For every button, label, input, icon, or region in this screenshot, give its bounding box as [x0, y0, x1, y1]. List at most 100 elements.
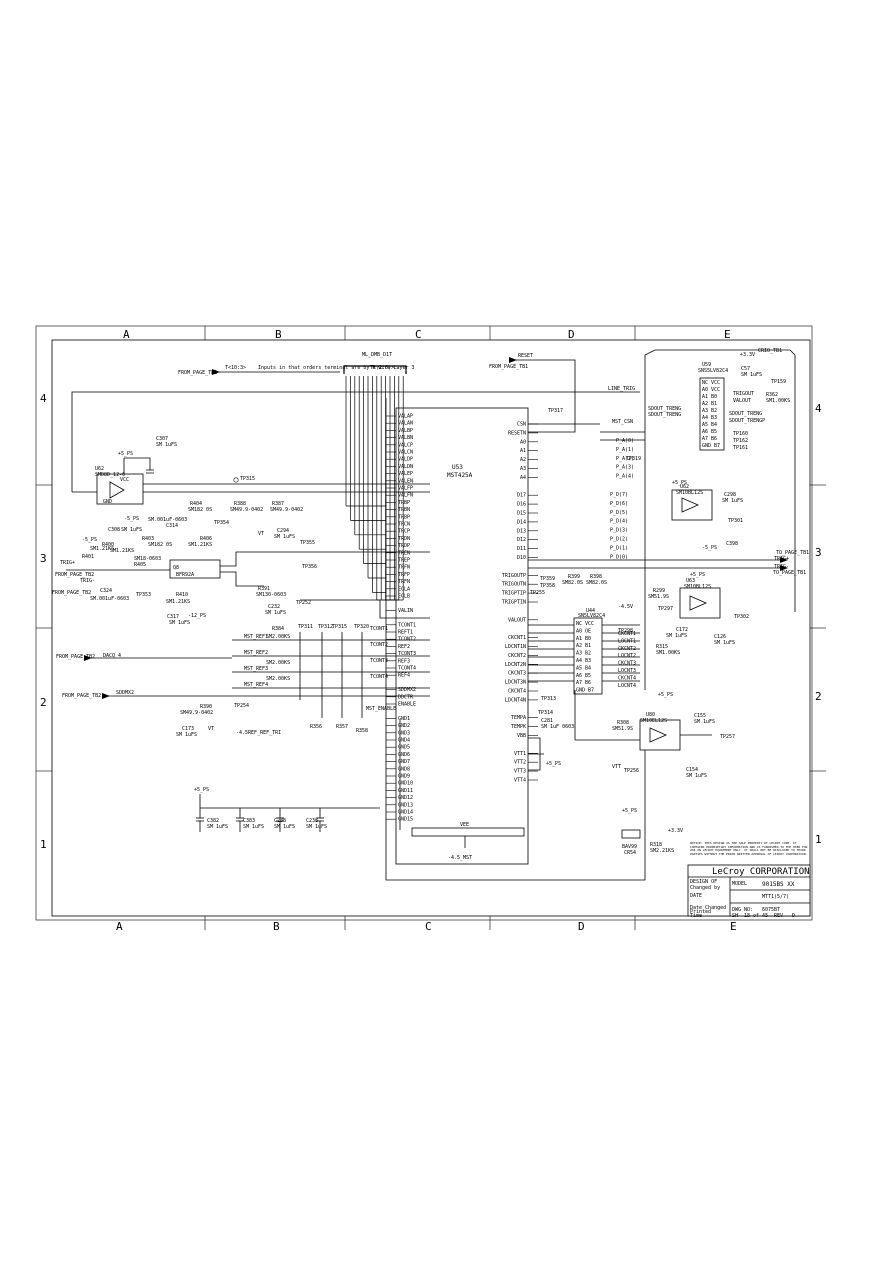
u59-pin-0: NC VCC	[702, 380, 720, 386]
tp162: TP162	[733, 438, 748, 444]
tp314: TP314	[538, 710, 553, 716]
c307-symbol	[146, 469, 154, 474]
sdout-treng-1: SDOUT_TRENG	[648, 406, 681, 412]
u53-left-pin-33: TCONT3	[398, 651, 416, 657]
reset-arrow	[509, 357, 517, 363]
r358: R358	[356, 728, 368, 734]
u53-left-pin-56: GND15	[398, 817, 413, 823]
u53-left-pin-32: REF2	[398, 644, 410, 650]
tp356: TP356	[302, 564, 317, 570]
r362: R362	[766, 392, 778, 398]
zone-col-b-top: B	[275, 328, 282, 341]
u53-left-pin-39: DDCTR	[398, 694, 414, 700]
sheet-number: 18 of 45	[744, 913, 768, 919]
data-net-4: P_D(3)	[610, 528, 628, 534]
u80-body	[639, 719, 681, 751]
dwg-number: 6075BT	[762, 907, 780, 913]
tcont2-net: TCONT2	[370, 642, 388, 648]
counter-net-6: CKCNT4	[618, 675, 636, 681]
reset-wire	[515, 359, 576, 433]
date-changed: Date Changed	[690, 905, 726, 911]
u53-left-pin-43: GND2	[398, 723, 410, 729]
data-net-5: P_D(2)	[610, 537, 628, 543]
u53-left-pin-20: TREP	[398, 558, 410, 564]
neg12: -12_PS	[188, 613, 206, 619]
u53-left-pin-19: TREN	[398, 550, 410, 556]
u63-symbol	[689, 595, 707, 611]
r315: R315	[656, 644, 668, 650]
zone-row-4-right: 4	[815, 402, 822, 415]
r387: R387	[272, 501, 284, 507]
r398: R398	[590, 574, 602, 580]
r-smdoks-3: SM2.00KS	[266, 676, 290, 682]
u62-body	[96, 473, 144, 505]
zone-col-c-top: C	[415, 328, 422, 341]
u44-pin-9: GND B7	[576, 688, 594, 694]
q8-part: BFR92A	[176, 572, 194, 578]
r308-value: SM51.9S	[612, 726, 633, 732]
c154-value: SM 1uFS	[686, 773, 707, 779]
bus-top-bracket	[343, 365, 407, 374]
tcont1-net: TCONT1	[370, 626, 388, 632]
u53-left-pin-18: TRDP	[398, 543, 410, 549]
c382: C382	[207, 818, 219, 824]
sdout-treng-3: SDOUT_TRENG	[729, 411, 762, 417]
mst-ref4: MST_REF4	[244, 682, 268, 688]
line-trig-label: LINE_TRIG	[608, 386, 635, 392]
u53-right-pin-37: VTT1	[514, 751, 526, 757]
tp254: TP254	[234, 703, 249, 709]
c317-value: SM 1uFS	[169, 620, 190, 626]
u44-pin-4: A3 B2	[576, 651, 591, 657]
sdout-treng-2: SDOUT_TRENG	[648, 412, 681, 418]
u62-part: SMD8D_12-6	[95, 472, 125, 478]
c288: C288	[274, 818, 286, 824]
u53-right-pin-38: VTT2	[514, 760, 526, 766]
r403-value: SM182 0S	[148, 542, 172, 548]
u53-left-pin-9: VALEN	[398, 478, 413, 484]
u53-left-pin-14: TRBP	[398, 514, 410, 520]
u63-part: SM10BL12S	[684, 584, 711, 590]
to-page-tb1-b: TO_PAGE_TB1	[773, 570, 806, 576]
neg4-5-ref: -4.5REF_REF_TRI	[236, 730, 281, 736]
u53-left-pin-40: ENABLE	[398, 702, 416, 708]
u62-pin-vcc: VCC	[120, 477, 129, 483]
u53-right-pin-31: LDCNT4N	[505, 697, 526, 703]
r401-value: SM1.21KS	[90, 546, 114, 552]
u53-right-pin-24: CKCNT1	[508, 635, 526, 641]
c57: C57	[741, 366, 750, 372]
t-bus-label: T<10:3>	[225, 365, 246, 371]
model-number: 9015BS XX	[762, 881, 795, 888]
zone-col-a-top: A	[123, 328, 130, 341]
u53-left-pin-55: GND14	[398, 810, 413, 816]
dacq-net: DACQ 4	[103, 653, 121, 659]
u53-left-pin-47: GND6	[398, 752, 410, 758]
r400: R400	[102, 542, 114, 548]
data-net-7: P_D(0)	[610, 554, 628, 560]
neg5-3: -5_PS	[702, 545, 717, 551]
u53-left-pin-35: TCONT4	[398, 666, 416, 672]
u53-left-pin-34: REF3	[398, 658, 410, 664]
r390: R390	[200, 704, 212, 710]
zone-row-3-right: 3	[815, 546, 822, 559]
u53-left-pin-7: VALDN	[398, 464, 413, 470]
r410: R410	[176, 592, 188, 598]
u53-left-pin-5: VALCN	[398, 450, 413, 456]
address-net-3: P_A(3)	[616, 465, 634, 471]
u80-part: SM10EL12S	[640, 718, 667, 724]
u53-left-pin-0: VALAP	[398, 414, 413, 420]
r-smdoks-2: SM2.00KS	[266, 660, 290, 666]
counter-net-5: LOCNT3	[618, 668, 636, 674]
u63-body	[679, 587, 721, 619]
c126: C126	[714, 634, 726, 640]
title-block	[687, 864, 811, 917]
u62b-symbol	[681, 497, 699, 513]
u53-left-pin-30: REFT1	[398, 630, 413, 636]
c288-value: SM 1uFS	[274, 824, 295, 830]
bav99: BAV99	[622, 844, 637, 850]
u53-right-pin-29: LDCNT3N	[505, 680, 526, 686]
tp315-b: TP315	[332, 624, 347, 630]
c383: C383	[243, 818, 255, 824]
neg5-1: -5_PS	[124, 516, 139, 522]
tp257: TP257	[720, 734, 735, 740]
zone-row-1-right: 1	[815, 833, 822, 846]
